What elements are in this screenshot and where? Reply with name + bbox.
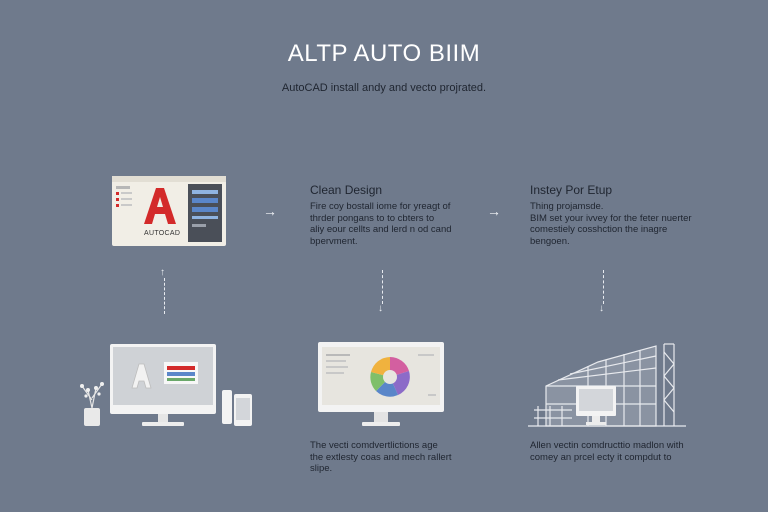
analysis-monitor-illustration xyxy=(318,342,444,426)
autocad-card: AUTOCAD xyxy=(112,176,226,246)
step-description-line: BIM set your ivvey for the feter nuerter xyxy=(530,212,692,224)
pie-chart-icon xyxy=(370,357,410,397)
bottom-description: The vecti comdvertlictions age the extle… xyxy=(310,440,480,475)
arrow-down-icon: ↓ xyxy=(378,303,383,314)
arrow-down-icon: ↓ xyxy=(599,303,604,314)
arrow-up-icon: ↑ xyxy=(160,267,165,278)
bottom-description-line: The vecti comdvertlictions age xyxy=(310,440,438,451)
bottom-description-line: comey an prcel ecty it compdut to xyxy=(530,451,672,463)
arrow-right-icon: → xyxy=(487,203,501,219)
dashed-line xyxy=(382,270,383,304)
workstation-illustration xyxy=(80,344,252,426)
page-title: ALTP AUTO BIIM xyxy=(287,40,481,67)
connector-down: ↓ xyxy=(599,270,609,316)
dashed-line xyxy=(603,270,604,304)
step-heading: Instey Por Etup xyxy=(530,183,613,197)
bottom-description-line: the extlesty coas and mech rallert xyxy=(310,451,452,463)
step-description-line: bengoen. xyxy=(530,235,570,247)
bottom-description: Allen vectin comdructtio madlon with com… xyxy=(530,440,720,463)
step-description-line: Thing projamsde. xyxy=(530,201,604,212)
autocad-window-illustration xyxy=(112,176,226,246)
step-description-line: bpervment. xyxy=(310,235,358,247)
bottom-description-line: slipe. xyxy=(310,463,333,474)
step-description-line: Fire coy bostall iome for yreagt of xyxy=(310,201,451,212)
step-description: Thing projamsde. BIM set your ivvey for … xyxy=(530,201,715,247)
plant-icon xyxy=(80,382,104,426)
dashed-line xyxy=(164,278,165,314)
connector-down: ↓ xyxy=(378,270,388,316)
step-heading: Clean Design xyxy=(310,183,383,197)
connector-up: ↑ xyxy=(160,268,170,316)
page-subtitle: AutoCAD install andy and vecto projrated… xyxy=(281,82,487,94)
autocad-card-label: AUTOCAD xyxy=(144,230,181,237)
step-description-line: thrder pongans to to cbters to xyxy=(310,212,435,224)
step-description-line: comestiely cosshction the inagre xyxy=(530,224,668,235)
arrow-right-icon: → xyxy=(263,203,277,219)
building-construction-illustration xyxy=(528,343,686,427)
step-description-line: aliy eour cellts and lerd n od cand xyxy=(310,224,452,235)
step-description: Fire coy bostall iome for yreagt of thrd… xyxy=(310,201,480,247)
bottom-description-line: Allen vectin comdructtio madlon with xyxy=(530,440,684,451)
